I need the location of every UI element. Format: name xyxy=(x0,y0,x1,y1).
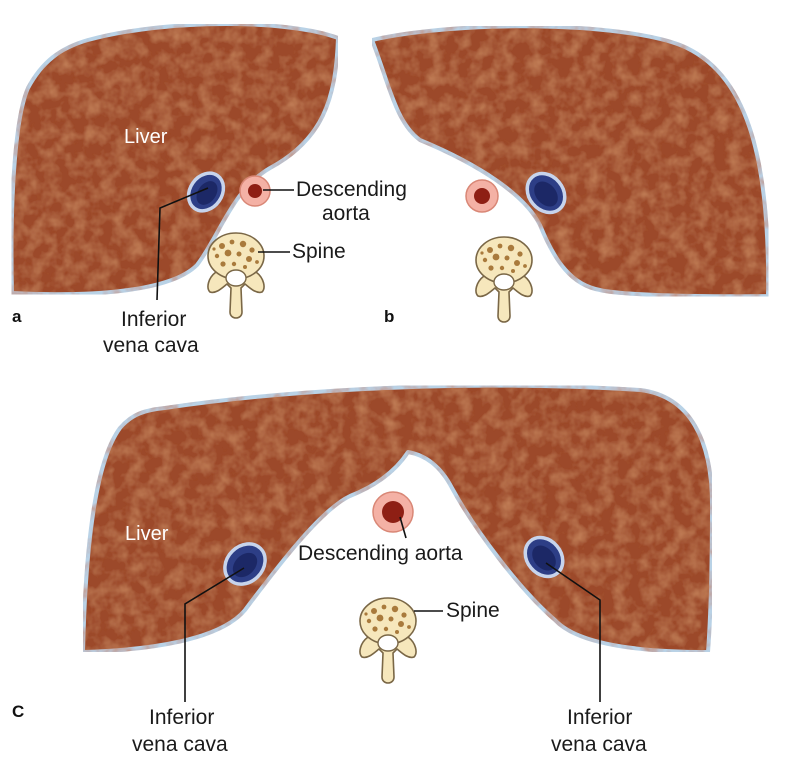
spine-b xyxy=(475,236,533,323)
panel-b: b xyxy=(370,24,771,326)
aorta-label-line2-a: aorta xyxy=(322,202,370,225)
ivc-left-label-line2-c: vena cava xyxy=(132,733,228,756)
ivc-a xyxy=(186,171,226,213)
ivc-right-leader-c xyxy=(545,562,601,702)
liver-label-a: Liver xyxy=(124,126,168,148)
panel-letter-a: a xyxy=(12,307,22,326)
aorta-c xyxy=(372,491,414,533)
ivc-b xyxy=(525,171,567,215)
ivc-leader-a xyxy=(156,187,209,301)
liver-shape-b xyxy=(370,24,771,299)
aorta-leader-c xyxy=(399,516,407,539)
ivc-label-line2-a: vena cava xyxy=(103,334,199,357)
spine-label-c: Spine xyxy=(446,599,500,622)
ivc-left-leader-c xyxy=(184,567,245,702)
panel-letter-b: b xyxy=(384,307,394,326)
aorta-label-line1-a: Descending xyxy=(296,178,407,201)
ivc-right-c xyxy=(523,535,565,579)
spine-a xyxy=(207,232,265,319)
panel-c: Liver Descending aorta Spine Inferior ve… xyxy=(12,383,714,756)
aorta-b xyxy=(465,179,499,213)
liver-shape-a xyxy=(9,22,340,297)
panel-letter-c: C xyxy=(12,702,24,721)
spine-label-a: Spine xyxy=(292,240,346,263)
liver-label-c: Liver xyxy=(125,523,169,545)
aorta-a xyxy=(239,175,271,207)
panel-a: Liver Descending aorta Spine Inferior ve… xyxy=(9,22,407,357)
ivc-left-label-line1-c: Inferior xyxy=(149,706,214,729)
ivc-right-label-line1-c: Inferior xyxy=(567,706,632,729)
spine-c xyxy=(359,597,417,684)
ivc-right-label-line2-c: vena cava xyxy=(551,733,647,756)
aorta-label-c: Descending aorta xyxy=(298,542,463,565)
ivc-label-line1-a: Inferior xyxy=(121,308,186,331)
